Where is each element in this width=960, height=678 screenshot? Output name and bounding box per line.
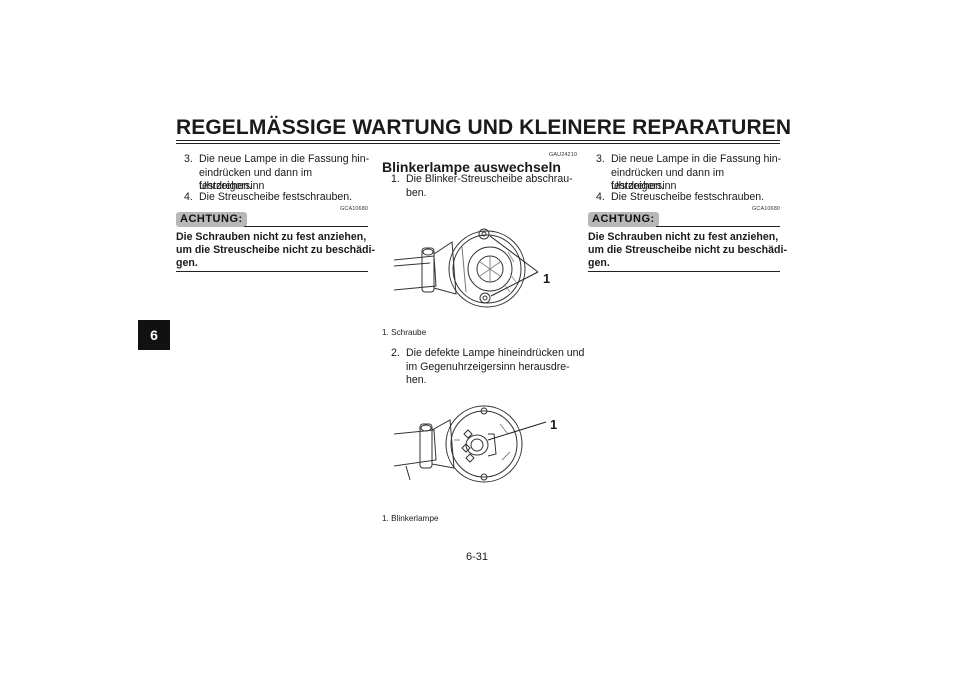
step-4: 4. Die Streuscheibe festschrauben.	[184, 191, 374, 205]
step-text-line: festdrehen.	[611, 180, 665, 193]
figure2-callout: 1	[550, 417, 558, 432]
turn-signal-lens-figure	[393, 228, 539, 308]
step-3: 3. Die neue Lampe in die Fassung hin- ei…	[596, 153, 786, 195]
reference-code: GAU24210	[549, 152, 578, 158]
step-text-line: Die neue Lampe in die Fassung hin-	[199, 153, 370, 165]
step-number: 2.	[391, 347, 400, 359]
step-text-line: eindrücken und dann im Uhrzeigersinn	[611, 166, 725, 193]
step-text-line: festdrehen.	[199, 180, 253, 193]
section-heading: Blinkerlampe auswechseln	[382, 159, 561, 175]
step-4: 4. Die Streuscheibe festschrauben.	[596, 191, 786, 205]
step-number: 4.	[184, 191, 193, 203]
reference-code: GCA10680	[752, 206, 781, 212]
header-rule	[176, 140, 780, 141]
header-rule-secondary	[176, 143, 780, 144]
caution-text-line: um die Streuscheibe nicht zu beschädi-	[176, 244, 375, 256]
caution-text-line: um die Streuscheibe nicht zu beschädi-	[588, 244, 787, 256]
step-text-line: Die Blinker-Streuscheibe abschrau-	[406, 173, 573, 185]
step-text-line: Die defekte Lampe hineindrücken und	[406, 347, 585, 359]
turn-signal-bulb-figure	[393, 405, 547, 483]
step-number: 3.	[596, 153, 605, 165]
step-text-line: Die Streuscheibe festschrauben.	[611, 191, 765, 203]
caution-text-line: gen.	[588, 257, 610, 269]
reference-code: GCA10680	[340, 206, 369, 212]
figure1-caption: 1. Schraube	[382, 328, 427, 337]
caution-text-line: Die Schrauben nicht zu fest anziehen,	[176, 231, 367, 243]
page-number: 6-31	[466, 551, 489, 563]
caution-label: ACHTUNG:	[176, 212, 247, 227]
caution-end-rule	[588, 271, 780, 272]
caution-text-line: gen.	[176, 257, 198, 269]
figure1-callout: 1	[543, 271, 551, 286]
step-number: 4.	[596, 191, 605, 203]
caution-text-line: Die Schrauben nicht zu fest anziehen,	[588, 231, 779, 243]
caution-text: Die Schrauben nicht zu fest anziehen, um…	[176, 231, 376, 270]
step-3: 3. Die neue Lampe in die Fassung hin- ei…	[184, 153, 374, 195]
step-text-line: hen.	[406, 374, 427, 387]
page-title: REGELMÄSSIGE WARTUNG UND KLEINERE REPARA…	[176, 116, 792, 139]
chapter-tab-label: 6	[150, 327, 158, 343]
caution-label: ACHTUNG:	[588, 212, 659, 227]
figure2-caption: 1. Blinkerlampe	[382, 514, 439, 523]
step-number: 3.	[184, 153, 193, 165]
step-number: 1.	[391, 173, 400, 185]
chapter-tab: 6	[138, 320, 170, 350]
step-text-line: Die Streuscheibe festschrauben.	[199, 191, 353, 203]
step-1: 1. Die Blinker-Streuscheibe abschrau- be…	[391, 173, 581, 201]
step-text-line: im Gegenuhrzeigersinn herausdre-	[406, 360, 570, 373]
step-text-line: ben.	[406, 186, 427, 199]
caution-rule	[244, 226, 368, 227]
caution-text: Die Schrauben nicht zu fest anziehen, um…	[588, 231, 788, 270]
caution-end-rule	[176, 271, 368, 272]
step-text-line: eindrücken und dann im Uhrzeigersinn	[199, 166, 313, 193]
step-text-line: Die neue Lampe in die Fassung hin-	[611, 153, 782, 165]
caution-rule	[656, 226, 780, 227]
step-2: 2. Die defekte Lampe hineindrücken und i…	[391, 347, 587, 389]
